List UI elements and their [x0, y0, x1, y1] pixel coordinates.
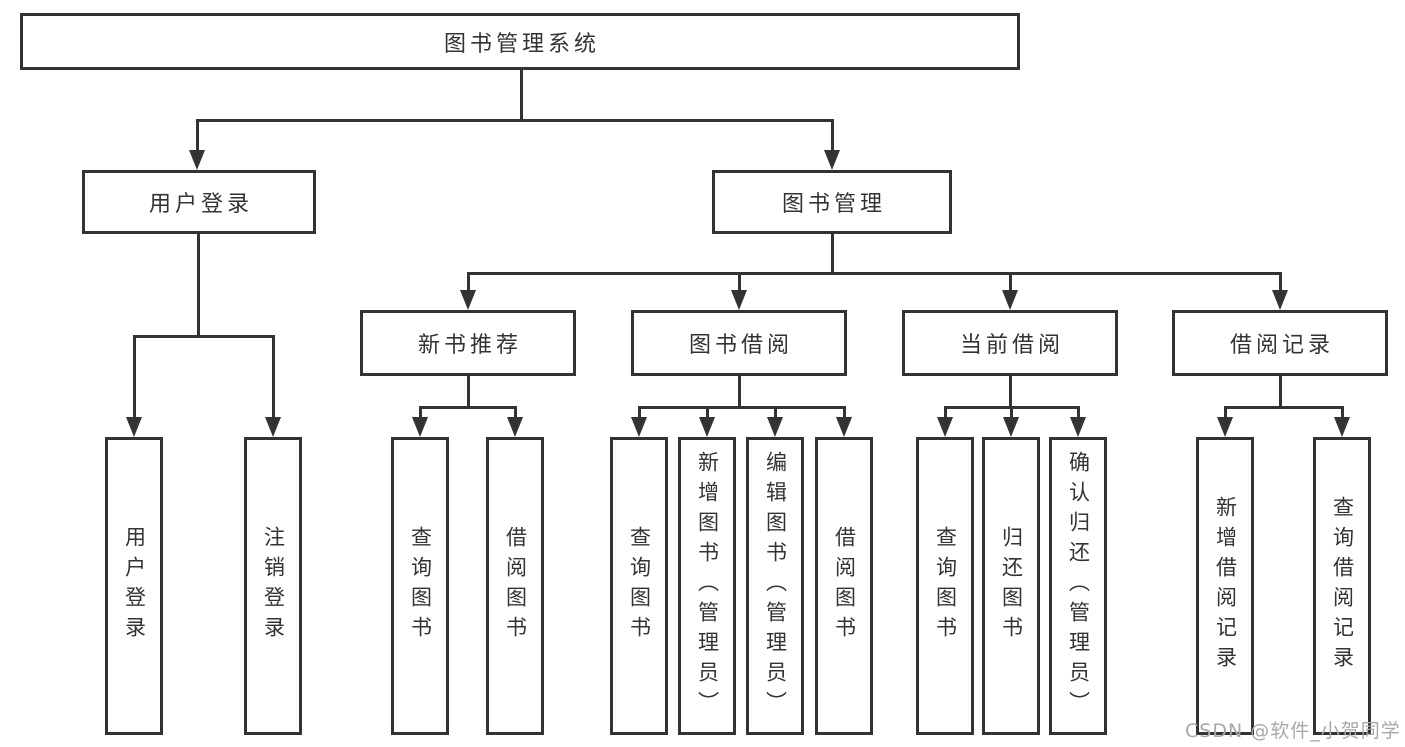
arrowhead-down-icon	[507, 417, 523, 437]
leaf-borrow-book: 借阅图书	[815, 437, 873, 735]
connector-line	[1077, 406, 1080, 418]
leaf-label: 新增借阅记录	[1213, 496, 1238, 676]
connector-line	[1010, 406, 1013, 418]
connector-line	[1341, 406, 1344, 418]
leaf-edit-book-admin: 编辑图书（管理员）	[746, 437, 804, 735]
connector-line	[638, 406, 641, 418]
node-new-book-recommend: 新书推荐	[360, 310, 576, 376]
connector-line	[196, 119, 199, 150]
connector-line	[1224, 406, 1344, 409]
node-book-management: 图书管理	[712, 170, 952, 234]
arrowhead-down-icon	[460, 290, 476, 310]
connector-line	[133, 335, 275, 338]
node-book-borrow: 图书借阅	[631, 310, 847, 376]
node-user-login: 用户登录	[82, 170, 316, 234]
arrowhead-down-icon	[412, 417, 428, 437]
connector-line	[419, 406, 422, 418]
arrowhead-down-icon	[1002, 290, 1018, 310]
node-label: 图书管理系统	[443, 31, 600, 57]
arrowhead-down-icon	[731, 290, 747, 310]
connector-line	[774, 406, 777, 418]
connector-line	[1009, 272, 1012, 290]
arrowhead-down-icon	[1217, 417, 1233, 437]
arrowhead-down-icon	[1070, 417, 1086, 437]
connector-line	[738, 272, 741, 290]
node-label: 借阅记录	[1229, 333, 1334, 358]
leaf-label: 新增图书（管理员）	[695, 451, 720, 721]
node-library-management-system: 图书管理系统	[20, 13, 1020, 70]
leaf-label: 归还图书	[999, 526, 1024, 646]
leaf-label: 借阅图书	[832, 526, 857, 646]
connector-line	[467, 272, 470, 290]
connector-line	[272, 335, 275, 418]
leaf-label: 用户登录	[122, 526, 147, 646]
connector-line	[831, 119, 834, 150]
node-label: 图书借阅	[688, 333, 793, 358]
leaf-query-book-newbook: 查询图书	[391, 437, 449, 735]
connector-line	[419, 406, 517, 409]
leaf-label: 确认归还（管理员）	[1066, 451, 1091, 721]
leaf-label: 查询借阅记录	[1330, 496, 1355, 676]
connector-line	[638, 406, 846, 409]
arrowhead-down-icon	[265, 417, 281, 437]
node-current-borrow: 当前借阅	[902, 310, 1118, 376]
connector-line	[520, 70, 523, 120]
node-label: 图书管理	[781, 192, 886, 217]
arrowhead-down-icon	[1272, 290, 1288, 310]
arrowhead-down-icon	[836, 417, 852, 437]
leaf-label: 查询图书	[408, 526, 433, 646]
connector-line	[831, 234, 834, 274]
arrowhead-down-icon	[699, 417, 715, 437]
arrowhead-down-icon	[767, 417, 783, 437]
leaf-user-login: 用户登录	[105, 437, 163, 735]
connector-line	[706, 406, 709, 418]
node-label: 用户登录	[148, 192, 253, 217]
arrowhead-down-icon	[1334, 417, 1350, 437]
leaf-query-borrow-record: 查询借阅记录	[1313, 437, 1371, 735]
connector-line	[1279, 272, 1282, 290]
leaf-query-book-borrow: 查询图书	[610, 437, 668, 735]
connector-line	[1279, 376, 1282, 408]
leaf-label: 注销登录	[261, 526, 286, 646]
leaf-label: 查询图书	[627, 526, 652, 646]
leaf-label: 编辑图书（管理员）	[763, 451, 788, 721]
leaf-borrow-book-newbook: 借阅图书	[486, 437, 544, 735]
arrowhead-down-icon	[631, 417, 647, 437]
leaf-query-book-current: 查询图书	[916, 437, 974, 735]
arrowhead-down-icon	[824, 150, 840, 170]
connector-line	[133, 335, 136, 418]
connector-line	[467, 376, 470, 408]
leaf-return-book: 归还图书	[982, 437, 1040, 735]
connector-line	[196, 119, 834, 122]
leaf-confirm-return-admin: 确认归还（管理员）	[1049, 437, 1107, 735]
csdn-watermark: CSDN @软件_小贺同学	[1185, 720, 1401, 742]
leaf-logout: 注销登录	[244, 437, 302, 735]
node-borrow-record: 借阅记录	[1172, 310, 1388, 376]
arrowhead-down-icon	[1003, 417, 1019, 437]
node-label: 当前借阅	[959, 333, 1064, 358]
leaf-label: 查询图书	[933, 526, 958, 646]
leaf-add-book-admin: 新增图书（管理员）	[678, 437, 736, 735]
connector-line	[843, 406, 846, 418]
connector-line	[1224, 406, 1227, 418]
arrowhead-down-icon	[126, 417, 142, 437]
connector-line	[197, 234, 200, 337]
arrowhead-down-icon	[937, 417, 953, 437]
connector-line	[738, 376, 741, 408]
connector-line	[514, 406, 517, 418]
leaf-label: 借阅图书	[503, 526, 528, 646]
connector-line	[467, 272, 1281, 275]
node-label: 新书推荐	[417, 333, 522, 358]
connector-line	[944, 406, 947, 418]
connector-line	[1009, 376, 1012, 408]
leaf-add-borrow-record: 新增借阅记录	[1196, 437, 1254, 735]
arrowhead-down-icon	[189, 150, 205, 170]
